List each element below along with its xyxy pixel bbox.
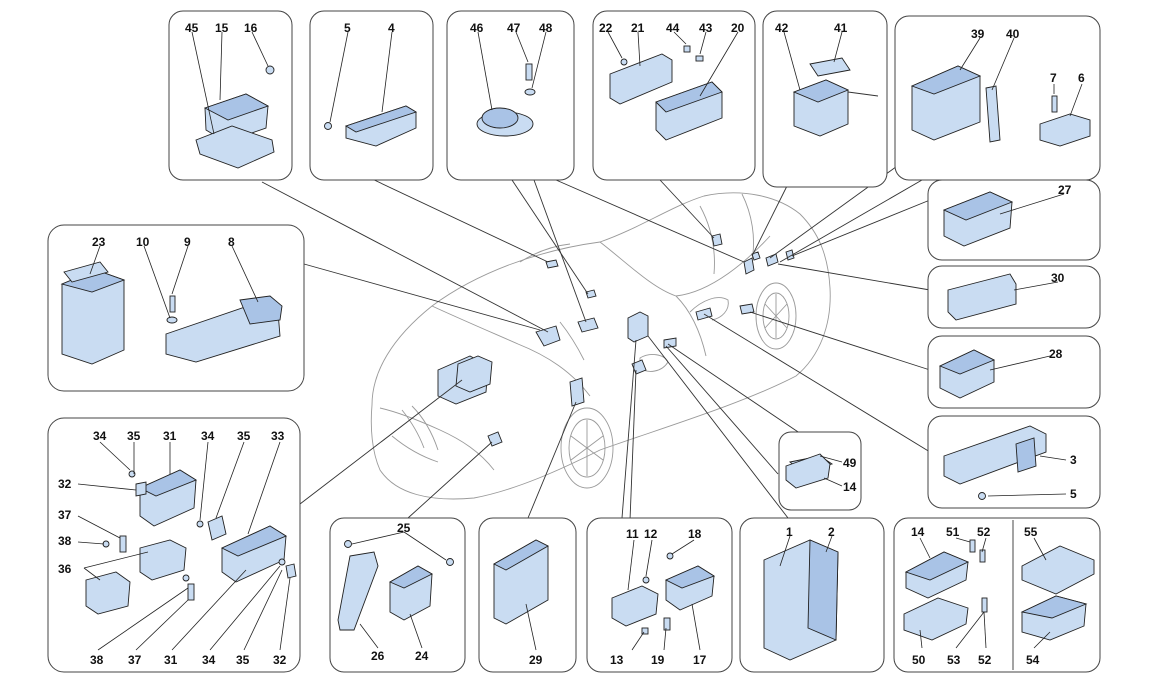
callout-7: 7 [1050,71,1057,85]
callout-19: 19 [651,653,665,667]
callout-29: 29 [529,653,543,667]
callout-16: 16 [244,21,258,35]
callout-18: 18 [688,527,702,541]
callout-40: 40 [1006,27,1020,41]
callout-26: 26 [371,649,385,663]
callout-numbers: 45 15 16 5 4 46 47 48 22 21 44 43 20 42 … [58,21,1085,667]
callout-52-b: 52 [978,653,992,667]
callout-10: 10 [136,235,150,249]
callout-49: 49 [843,456,857,470]
callout-27: 27 [1058,183,1072,197]
callout-35: 35 [127,429,141,443]
callout-34: 34 [93,429,107,443]
callout-24: 24 [415,649,429,663]
detail-box-gateway-ecu [592,10,756,181]
callout-17: 17 [693,653,707,667]
detail-box-tpms-unit [762,10,888,188]
callout-45: 45 [185,21,199,35]
callout-6: 6 [1078,71,1085,85]
callout-32-b: 32 [273,653,287,667]
callout-1: 1 [786,525,793,539]
callout-15: 15 [215,21,229,35]
detail-box-module-14 [778,431,862,511]
callout-9: 9 [184,235,191,249]
detail-box-module-24 [329,517,466,673]
callout-22: 22 [599,21,613,35]
detail-box-fuse-box [739,517,885,673]
detail-box-module-30 [927,265,1101,329]
callout-31: 31 [163,429,177,443]
detail-box-steering-module [309,10,434,181]
car-outline [370,192,831,500]
callout-30: 30 [1051,271,1065,285]
callout-25: 25 [397,521,411,535]
callout-43: 43 [699,21,713,35]
callout-4: 4 [388,21,395,35]
callout-50: 50 [912,653,926,667]
callout-42: 42 [775,21,789,35]
callout-5: 5 [344,21,351,35]
detail-box-speaker [446,10,575,181]
callout-21: 21 [631,21,645,35]
callout-38-b: 38 [90,653,104,667]
callout-53: 53 [947,653,961,667]
callout-36: 36 [58,562,72,576]
callout-5-b: 5 [1070,487,1077,501]
callout-2: 2 [828,525,835,539]
callout-33: 33 [271,429,285,443]
callout-13: 13 [610,653,624,667]
callout-34-b: 34 [201,429,215,443]
callout-35-c: 35 [236,653,250,667]
callout-35-b: 35 [237,429,251,443]
callout-46: 46 [470,21,484,35]
callout-54: 54 [1026,653,1040,667]
detail-box-wifi-module [894,15,1101,181]
detail-box-airbag-ecu [168,10,293,181]
detail-box-telematics-unit [47,224,305,392]
callout-3: 3 [1070,453,1077,467]
callout-31-b: 31 [164,653,178,667]
installed-units [437,233,795,447]
callout-41: 41 [834,21,848,35]
callout-51: 51 [946,525,960,539]
callout-14-b: 14 [911,525,925,539]
detail-box-ecu-29 [478,517,577,673]
callout-52: 52 [977,525,991,539]
callout-8: 8 [228,235,235,249]
detail-box-module-3 [927,415,1101,509]
detail-box-modules-11-17 [586,517,733,673]
callout-44: 44 [666,21,680,35]
detail-box-modules-50-55 [893,517,1101,673]
callout-11: 11 [626,527,639,541]
detail-box-engine-ecus [47,417,301,673]
callout-39: 39 [971,27,985,41]
callout-48: 48 [539,21,553,35]
callout-14: 14 [843,480,857,494]
callout-55: 55 [1024,525,1038,539]
callout-38: 38 [58,534,72,548]
callout-28: 28 [1049,347,1063,361]
callout-34-c: 34 [202,653,216,667]
callout-37-b: 37 [128,653,142,667]
detail-box-relay-27 [927,179,1101,261]
callout-37: 37 [58,508,72,522]
callout-23: 23 [92,235,106,249]
callout-47: 47 [507,21,521,35]
callout-12: 12 [644,527,658,541]
detail-box-module-28 [927,335,1101,409]
callout-32: 32 [58,477,72,491]
callout-20: 20 [731,21,745,35]
